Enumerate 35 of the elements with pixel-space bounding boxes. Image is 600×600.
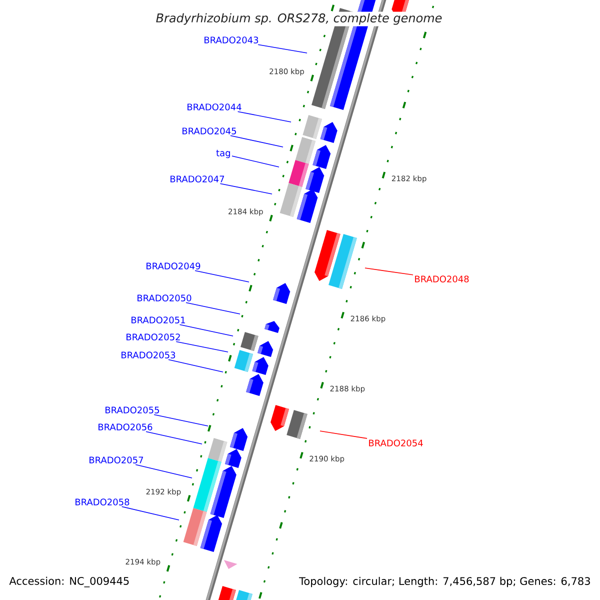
gene-label: BRADO2047 (170, 176, 224, 182)
gene-label: BRADO2056 (98, 424, 152, 430)
gene-label: tag (216, 150, 230, 158)
leader-line (364, 268, 414, 276)
leader-line (121, 506, 180, 520)
leader-line (179, 324, 234, 336)
genome-info-label: Topology: circular; Length: 7,456,587 bp; Genes: 6,783 (298, 576, 592, 588)
leader-line (176, 341, 228, 352)
leader-line (237, 111, 292, 122)
gene-label: BRADO2048 (415, 276, 469, 282)
gene-label: BRADO2051 (132, 316, 185, 324)
gene-label: BRADO2053 (122, 352, 176, 358)
leader-line (230, 135, 284, 148)
gene-label: BRADO2045 (182, 128, 236, 134)
gene-label: BRADO2050 (138, 294, 192, 302)
gene-label: BRADO2043 (204, 36, 258, 44)
gene-label: BRADO2049 (146, 262, 200, 270)
leader-line (220, 183, 272, 194)
leader-line (146, 431, 202, 444)
leader-line (194, 270, 250, 282)
leader-line (135, 464, 192, 478)
gene-label: BRADO2057 (90, 456, 144, 464)
leader-line (258, 44, 308, 54)
gene-label: BRADO2058 (76, 498, 130, 506)
leader-line (186, 302, 240, 314)
leader-line (154, 414, 208, 426)
gene-label: BRADO2052 (126, 334, 180, 340)
gene-label: BRADO2044 (188, 104, 242, 110)
leader-line (320, 430, 368, 439)
gene-label: BRADO2055 (106, 406, 160, 414)
title: Bradyrhizobium sp. ORS278, complete genome (154, 12, 444, 26)
accession-label: Accession: NC_009445 (8, 576, 131, 588)
leader-line (232, 156, 280, 168)
gene-label: BRADO2054 (369, 440, 423, 446)
leader-line (168, 359, 224, 372)
